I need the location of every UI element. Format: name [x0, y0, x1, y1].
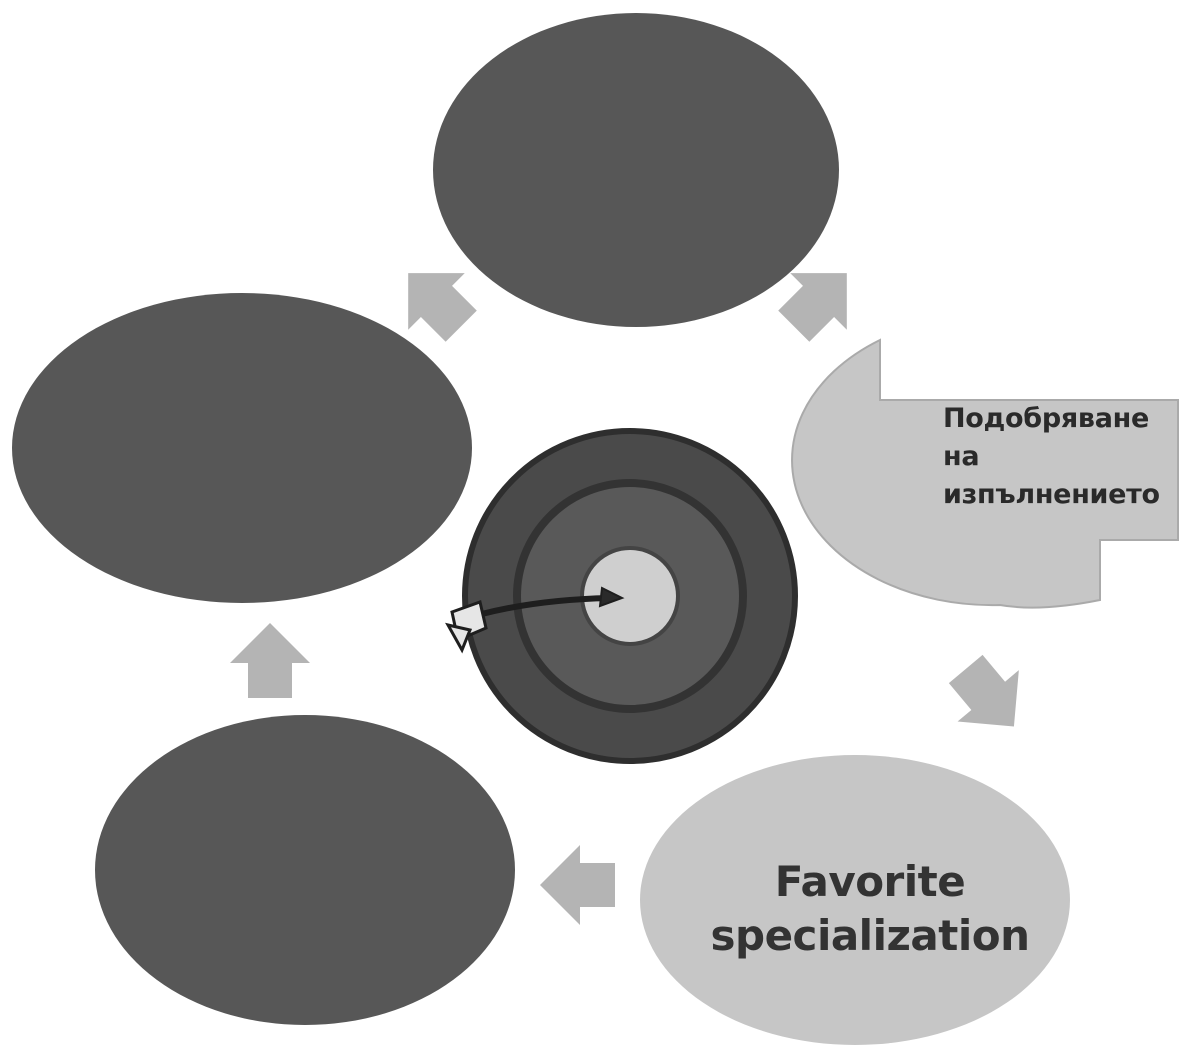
- arrow-bottom-left-to-left: [230, 623, 310, 698]
- node-right-label: Подобряване на изпълнението: [943, 400, 1179, 514]
- target-with-arrow-icon: [448, 431, 795, 761]
- node-bottom-left: [95, 715, 515, 1025]
- arrow-right-to-bottom-right: [935, 643, 1044, 752]
- node-bottom-right-label: Favorite specialization: [700, 855, 1040, 963]
- arrow-bottom-right-to-bottom-left: [540, 845, 615, 925]
- node-top: [433, 13, 839, 327]
- node-left: [12, 293, 472, 603]
